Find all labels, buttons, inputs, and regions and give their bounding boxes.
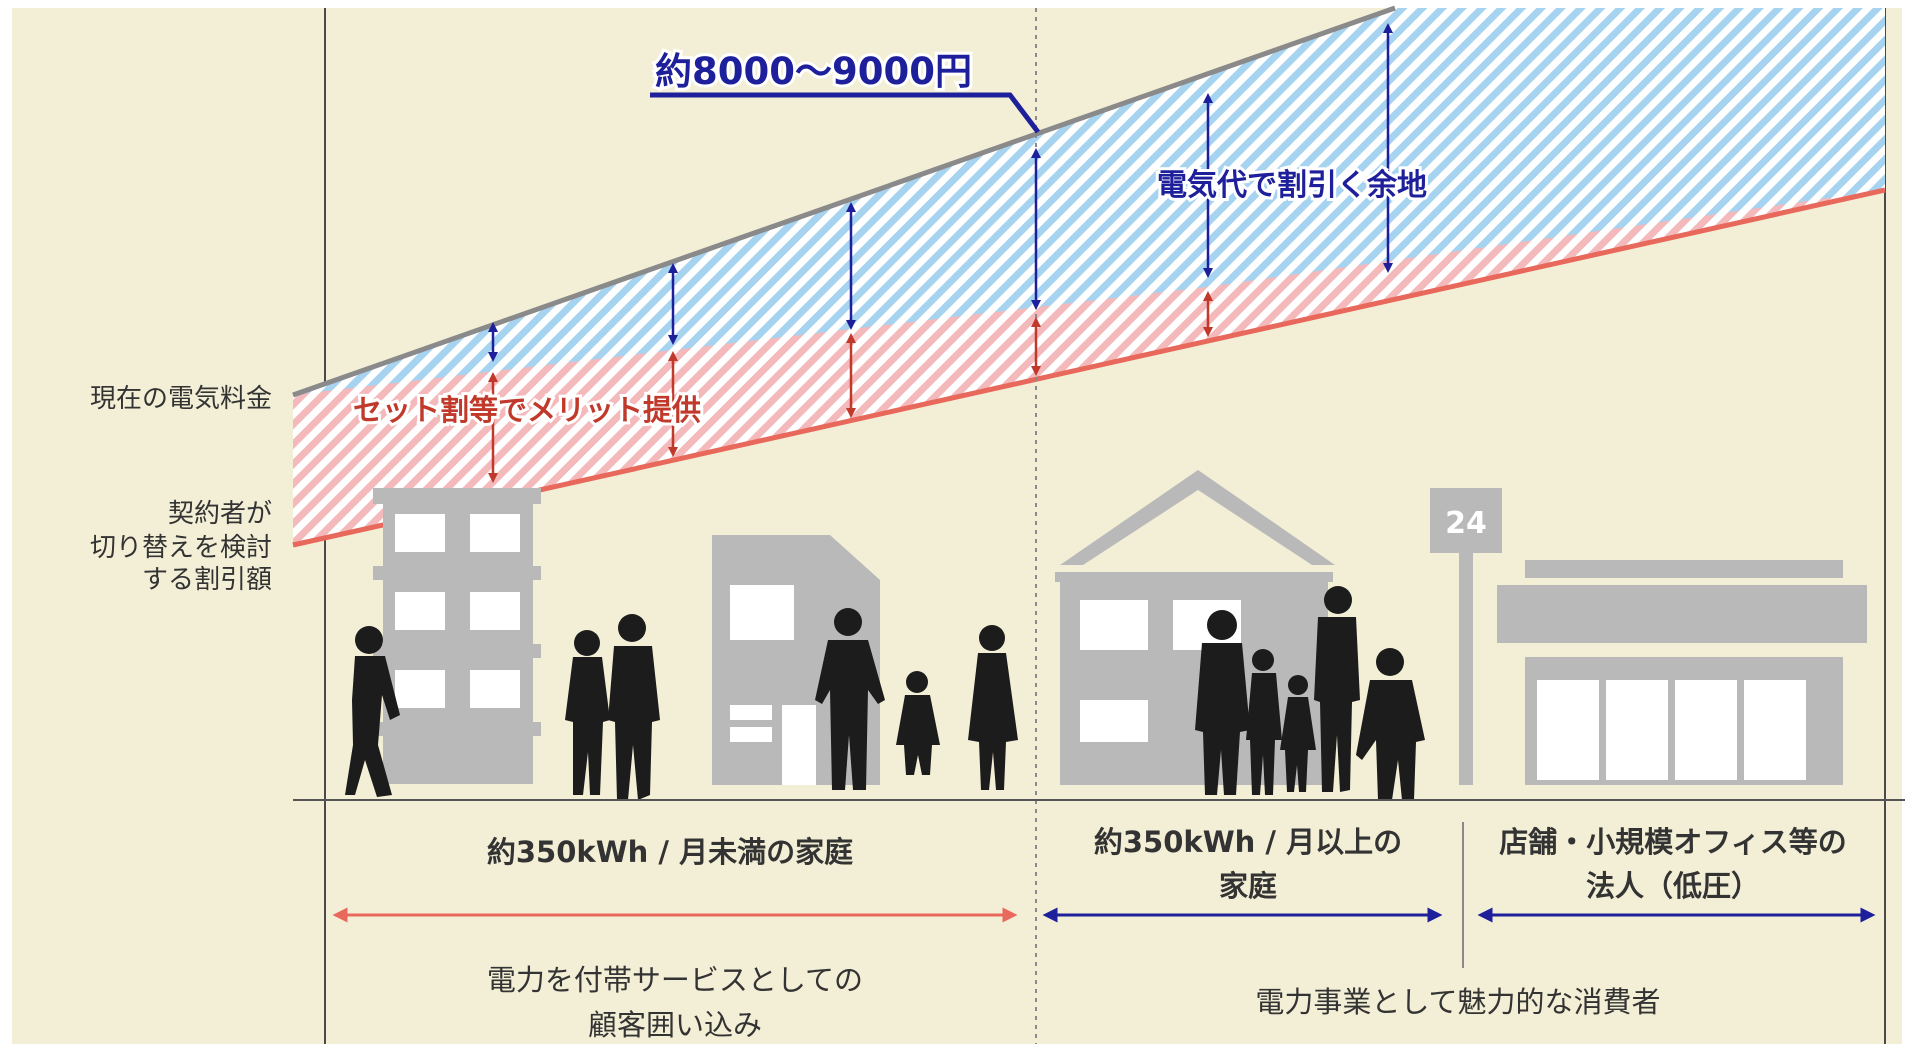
gable-house-icon bbox=[1055, 470, 1335, 785]
set-discount-label: セット割等でメリット提供 bbox=[353, 393, 701, 427]
store-building-icon: 24 bbox=[1430, 488, 1867, 785]
large-family-silhouette bbox=[1195, 586, 1425, 800]
bottom-left-label-2: 顧客囲い込み bbox=[588, 1008, 762, 1042]
band-arrows bbox=[488, 23, 1393, 483]
family-silhouette bbox=[815, 608, 1018, 790]
switch-discount-label-1: 契約者が bbox=[168, 499, 272, 529]
top-amount-leader bbox=[650, 92, 1040, 134]
switch-discount-line bbox=[292, 187, 1886, 548]
current-bill-label: 現在の電気料金 bbox=[90, 384, 272, 414]
bottom-right-label: 電力事業として魅力的な消費者 bbox=[1255, 985, 1660, 1019]
segment-label-3b: 法人（低圧） bbox=[1586, 869, 1760, 903]
switch-discount-label-2: 切り替えを検討 bbox=[90, 533, 272, 563]
blue-stripe-band bbox=[293, 8, 1885, 395]
apartment-building-icon bbox=[373, 488, 541, 784]
segment-label-3a: 店舗・小規模オフィス等の bbox=[1499, 825, 1846, 859]
bottom-left-label-1: 電力を付帯サービスとしての bbox=[487, 963, 863, 997]
single-person-silhouette bbox=[345, 626, 400, 797]
discount-room-label: 電気代で割引く余地 bbox=[1157, 168, 1427, 203]
segment-label-2a: 約350kWh / 月以上の bbox=[1094, 825, 1402, 859]
switch-discount-label-3: する割引額 bbox=[142, 565, 272, 595]
couple-silhouette bbox=[565, 614, 660, 800]
store-sign-label: 24 bbox=[1445, 506, 1487, 541]
current-bill-line bbox=[292, 5, 1396, 398]
segment-label-2b: 家庭 bbox=[1219, 869, 1277, 903]
top-amount-label: 約8000〜9000円 bbox=[655, 50, 972, 93]
people-silhouettes bbox=[345, 586, 1425, 800]
segment-label-1: 約350kWh / 月未満の家庭 bbox=[487, 835, 853, 869]
